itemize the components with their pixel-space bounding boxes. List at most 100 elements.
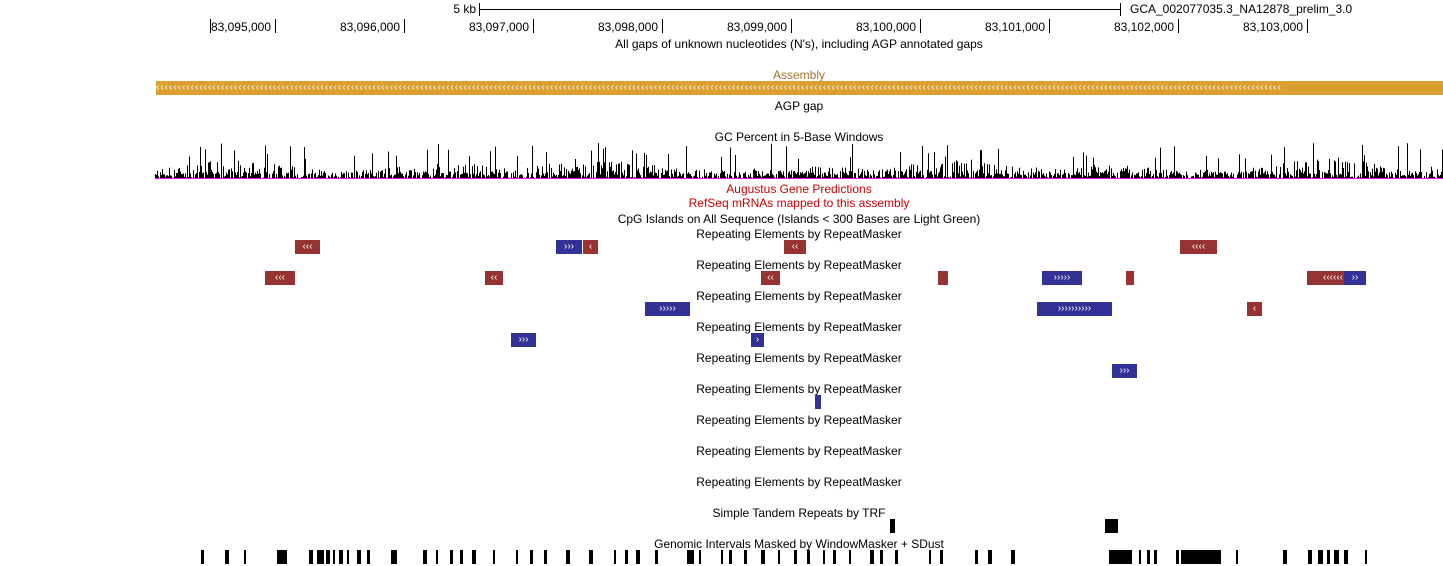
track-label-rmsk-8[interactable]: Repeating Elements by RepeatMasker	[696, 444, 902, 458]
masked-interval[interactable]	[744, 550, 747, 564]
masked-interval[interactable]	[493, 550, 495, 564]
masked-interval[interactable]	[225, 550, 229, 564]
masked-interval[interactable]	[1318, 550, 1323, 564]
repeat-element[interactable]: ‹‹	[761, 271, 780, 285]
masked-interval[interactable]	[1011, 550, 1015, 564]
repeat-element[interactable]: ‹	[583, 240, 598, 254]
repeat-element[interactable]: ›››	[511, 333, 536, 347]
track-label-rmsk-7[interactable]: Repeating Elements by RepeatMasker	[696, 413, 902, 427]
masked-interval[interactable]	[1334, 550, 1339, 564]
track-label-rmsk-6[interactable]: Repeating Elements by RepeatMasker	[696, 382, 902, 396]
masked-interval[interactable]	[436, 550, 438, 564]
track-label-windowmasker[interactable]: Genomic Intervals Masked by WindowMasker…	[654, 537, 944, 551]
track-label-gaps[interactable]: All gaps of unknown nucleotides (N's), i…	[615, 37, 983, 51]
masked-interval[interactable]	[244, 550, 246, 564]
masked-interval[interactable]	[636, 550, 640, 564]
masked-interval[interactable]	[614, 550, 616, 564]
masked-interval[interactable]	[391, 550, 397, 564]
tandem-repeat[interactable]	[1105, 519, 1118, 533]
masked-interval[interactable]	[277, 550, 287, 564]
masked-interval[interactable]	[687, 550, 694, 564]
masked-interval[interactable]	[625, 550, 628, 564]
masked-interval[interactable]	[1109, 550, 1132, 564]
masked-interval[interactable]	[566, 550, 570, 564]
masked-interval[interactable]	[460, 550, 463, 564]
masked-interval[interactable]	[201, 550, 204, 564]
masked-interval[interactable]	[367, 550, 370, 564]
masked-interval[interactable]	[544, 550, 547, 564]
repeat-element[interactable]: ›››››	[1042, 271, 1082, 285]
masked-interval[interactable]	[423, 550, 427, 564]
repeat-element[interactable]: ‹	[1247, 302, 1262, 316]
repeat-element[interactable]: ‹‹‹‹	[1180, 240, 1217, 254]
masked-interval[interactable]	[699, 550, 701, 564]
track-label-assembly[interactable]: Assembly	[772, 68, 825, 82]
masked-interval[interactable]	[1283, 550, 1287, 564]
repeat-element[interactable]	[815, 395, 821, 409]
track-label-gc-percent[interactable]: GC Percent in 5-Base Windows	[714, 130, 884, 144]
repeat-element[interactable]: ›››››	[645, 302, 690, 316]
masked-interval[interactable]	[833, 550, 836, 564]
track-label-agp-gap[interactable]: AGP gap	[774, 99, 824, 113]
masked-interval[interactable]	[870, 550, 874, 564]
track-label-trf[interactable]: Simple Tandem Repeats by TRF	[712, 506, 886, 520]
masked-interval[interactable]	[823, 550, 825, 564]
masked-interval[interactable]	[589, 550, 593, 564]
masked-interval[interactable]	[1154, 550, 1157, 564]
masked-interval[interactable]	[880, 550, 883, 564]
masked-interval[interactable]	[339, 550, 343, 564]
repeat-element[interactable]	[1126, 271, 1134, 285]
repeat-element[interactable]: ‹‹	[485, 271, 503, 285]
masked-interval[interactable]	[1308, 550, 1312, 564]
masked-interval[interactable]	[895, 550, 898, 564]
masked-interval[interactable]	[1344, 550, 1348, 564]
masked-interval[interactable]	[778, 550, 780, 564]
masked-interval[interactable]	[988, 550, 992, 564]
masked-interval[interactable]	[1327, 550, 1330, 564]
repeat-element[interactable]: ‹‹	[784, 240, 806, 254]
masked-interval[interactable]	[729, 550, 732, 564]
masked-interval[interactable]	[761, 550, 765, 564]
repeat-element[interactable]	[938, 271, 948, 285]
masked-interval[interactable]	[472, 550, 476, 564]
track-label-rmsk-1[interactable]: Repeating Elements by RepeatMasker	[696, 227, 902, 241]
track-label-rmsk-2[interactable]: Repeating Elements by RepeatMasker	[696, 258, 902, 272]
repeat-element[interactable]: ›››	[1112, 364, 1137, 378]
track-label-cpg-islands[interactable]: CpG Islands on All Sequence (Islands < 3…	[617, 212, 981, 226]
masked-interval[interactable]	[1176, 550, 1179, 564]
masked-interval[interactable]	[450, 550, 453, 564]
track-label-rmsk-5[interactable]: Repeating Elements by RepeatMasker	[696, 351, 902, 365]
masked-interval[interactable]	[849, 550, 851, 564]
tandem-repeat[interactable]	[890, 519, 895, 533]
masked-interval[interactable]	[1236, 550, 1238, 564]
assembly-track-bar[interactable]: ‹‹‹‹‹‹‹‹‹‹‹‹‹‹‹‹‹‹‹‹‹‹‹‹‹‹‹‹‹‹‹‹‹‹‹‹‹‹‹‹…	[156, 81, 1443, 95]
masked-interval[interactable]	[721, 550, 723, 564]
masked-interval[interactable]	[655, 550, 658, 564]
masked-interval[interactable]	[516, 550, 518, 564]
masked-interval[interactable]	[807, 550, 810, 564]
masked-interval[interactable]	[940, 550, 943, 564]
repeat-element[interactable]: ›	[751, 333, 764, 347]
track-label-rmsk-9[interactable]: Repeating Elements by RepeatMasker	[696, 475, 902, 489]
masked-interval[interactable]	[975, 550, 978, 564]
masked-interval[interactable]	[794, 550, 797, 564]
gc-percent-wiggle-track[interactable]	[155, 143, 1443, 179]
track-label-refseq[interactable]: RefSeq mRNAs mapped to this assembly	[688, 196, 910, 210]
masked-interval[interactable]	[530, 550, 533, 564]
masked-interval[interactable]	[1147, 550, 1150, 564]
masked-interval[interactable]	[317, 550, 324, 564]
masked-interval[interactable]	[309, 550, 313, 564]
masked-interval[interactable]	[1139, 550, 1141, 564]
track-label-rmsk-4[interactable]: Repeating Elements by RepeatMasker	[696, 320, 902, 334]
masked-interval[interactable]	[1365, 550, 1367, 564]
masked-interval[interactable]	[326, 550, 330, 564]
repeat-element[interactable]: ›››	[556, 240, 582, 254]
masked-interval[interactable]	[347, 550, 349, 564]
repeat-element[interactable]: ››››››››››	[1037, 302, 1112, 316]
repeat-element[interactable]: ‹‹‹	[295, 240, 320, 254]
repeat-element[interactable]: ‹‹‹	[265, 271, 295, 285]
track-label-augustus[interactable]: Augustus Gene Predictions	[726, 182, 872, 196]
masked-interval[interactable]	[333, 550, 335, 564]
masked-interval[interactable]	[1181, 550, 1221, 564]
masked-interval[interactable]	[929, 550, 931, 564]
